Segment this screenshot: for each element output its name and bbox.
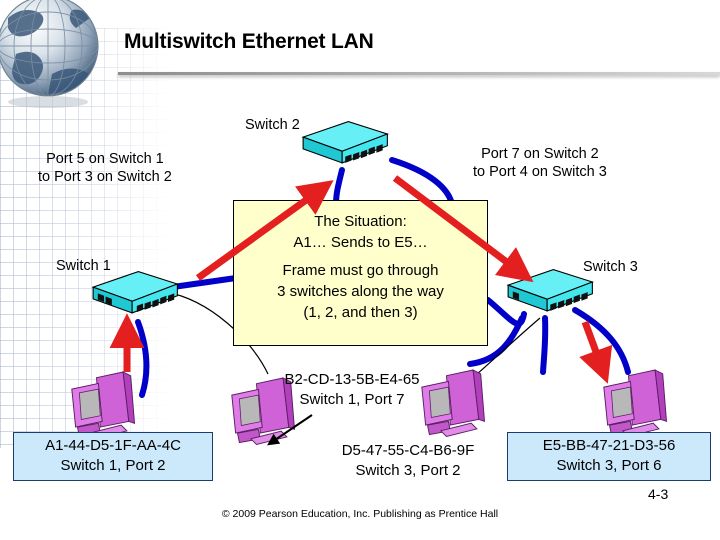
station-b2-mac: B2-CD-13-5B-E4-65	[284, 371, 420, 388]
switch-1-device	[91, 270, 180, 314]
switch-3-label: Switch 3	[583, 259, 638, 275]
station-e5-label-box: E5-BB-47-21-D3-56 Switch 3, Port 6	[507, 432, 711, 481]
arrow-switch3-to-pc-e5	[579, 320, 613, 384]
situation-body-3: (1, 2, and then 3)	[303, 304, 418, 321]
cable-switch1-trunk	[163, 275, 239, 291]
cable-trunk-to-switch3	[485, 297, 527, 327]
cable-switch2-right-port	[389, 157, 455, 207]
switch-2-device	[301, 120, 390, 164]
situation-callout: The Situation: A1… Sends to E5… Frame mu…	[233, 200, 488, 346]
switch-3-device	[506, 268, 595, 312]
trunk-label-line2: to Port 4 on Switch 3	[473, 164, 607, 180]
background-grid-decoration	[0, 28, 196, 448]
trunk-label-line2: to Port 3 on Switch 2	[38, 169, 172, 185]
switch-2-label: Switch 2	[245, 117, 300, 133]
situation-body-1: Frame must go through	[282, 262, 439, 279]
trunk-label-switch2-switch3: Port 7 on Switch 2 to Port 4 on Switch 3	[473, 145, 607, 181]
page-number: 4-3	[648, 486, 669, 502]
switch-1-label: Switch 1	[56, 258, 111, 274]
title-divider	[118, 72, 720, 75]
trunk-label-line1: Port 7 on Switch 2	[481, 146, 599, 162]
station-a1-location: Switch 1, Port 2	[60, 457, 166, 474]
pc-a1-device	[71, 371, 136, 440]
trunk-label-switch1-switch2: Port 5 on Switch 1 to Port 3 on Switch 2	[38, 150, 172, 186]
station-a1-mac: A1-44-D5-1F-AA-4C	[45, 437, 181, 454]
cable-switch2-left-port	[333, 167, 345, 207]
cable-pc-a1-to-switch1	[135, 319, 150, 398]
page-title: Multiswitch Ethernet LAN	[124, 30, 374, 53]
copyright-footer: © 2009 Pearson Education, Inc. Publishin…	[221, 508, 499, 520]
globe-logo-icon	[0, 0, 99, 108]
station-b2-label: B2-CD-13-5B-E4-65 Switch 1, Port 7	[244, 370, 460, 410]
cable-switch3-to-pc-d5	[540, 315, 549, 375]
station-e5-mac: E5-BB-47-21-D3-56	[542, 437, 676, 454]
station-d5-mac: D5-47-55-C4-B6-9F	[341, 442, 475, 459]
station-b2-location: Switch 1, Port 7	[299, 391, 405, 408]
station-d5-label: D5-47-55-C4-B6-9F Switch 3, Port 2	[310, 441, 506, 481]
trunk-label-line1: Port 5 on Switch 1	[46, 151, 164, 167]
station-d5-location: Switch 3, Port 2	[355, 462, 461, 479]
situation-heading-2: A1… Sends to E5…	[293, 234, 428, 251]
station-e5-location: Switch 3, Port 6	[556, 457, 662, 474]
situation-body-2: 3 switches along the way	[277, 283, 444, 300]
leader-arrow-d5-label-to-pc	[267, 414, 313, 446]
pc-e5-device	[603, 369, 668, 438]
cable-switch3-to-pc-e5	[572, 307, 631, 375]
station-a1-label-box: A1-44-D5-1F-AA-4C Switch 1, Port 2	[13, 432, 213, 481]
situation-heading-1: The Situation:	[314, 213, 407, 230]
